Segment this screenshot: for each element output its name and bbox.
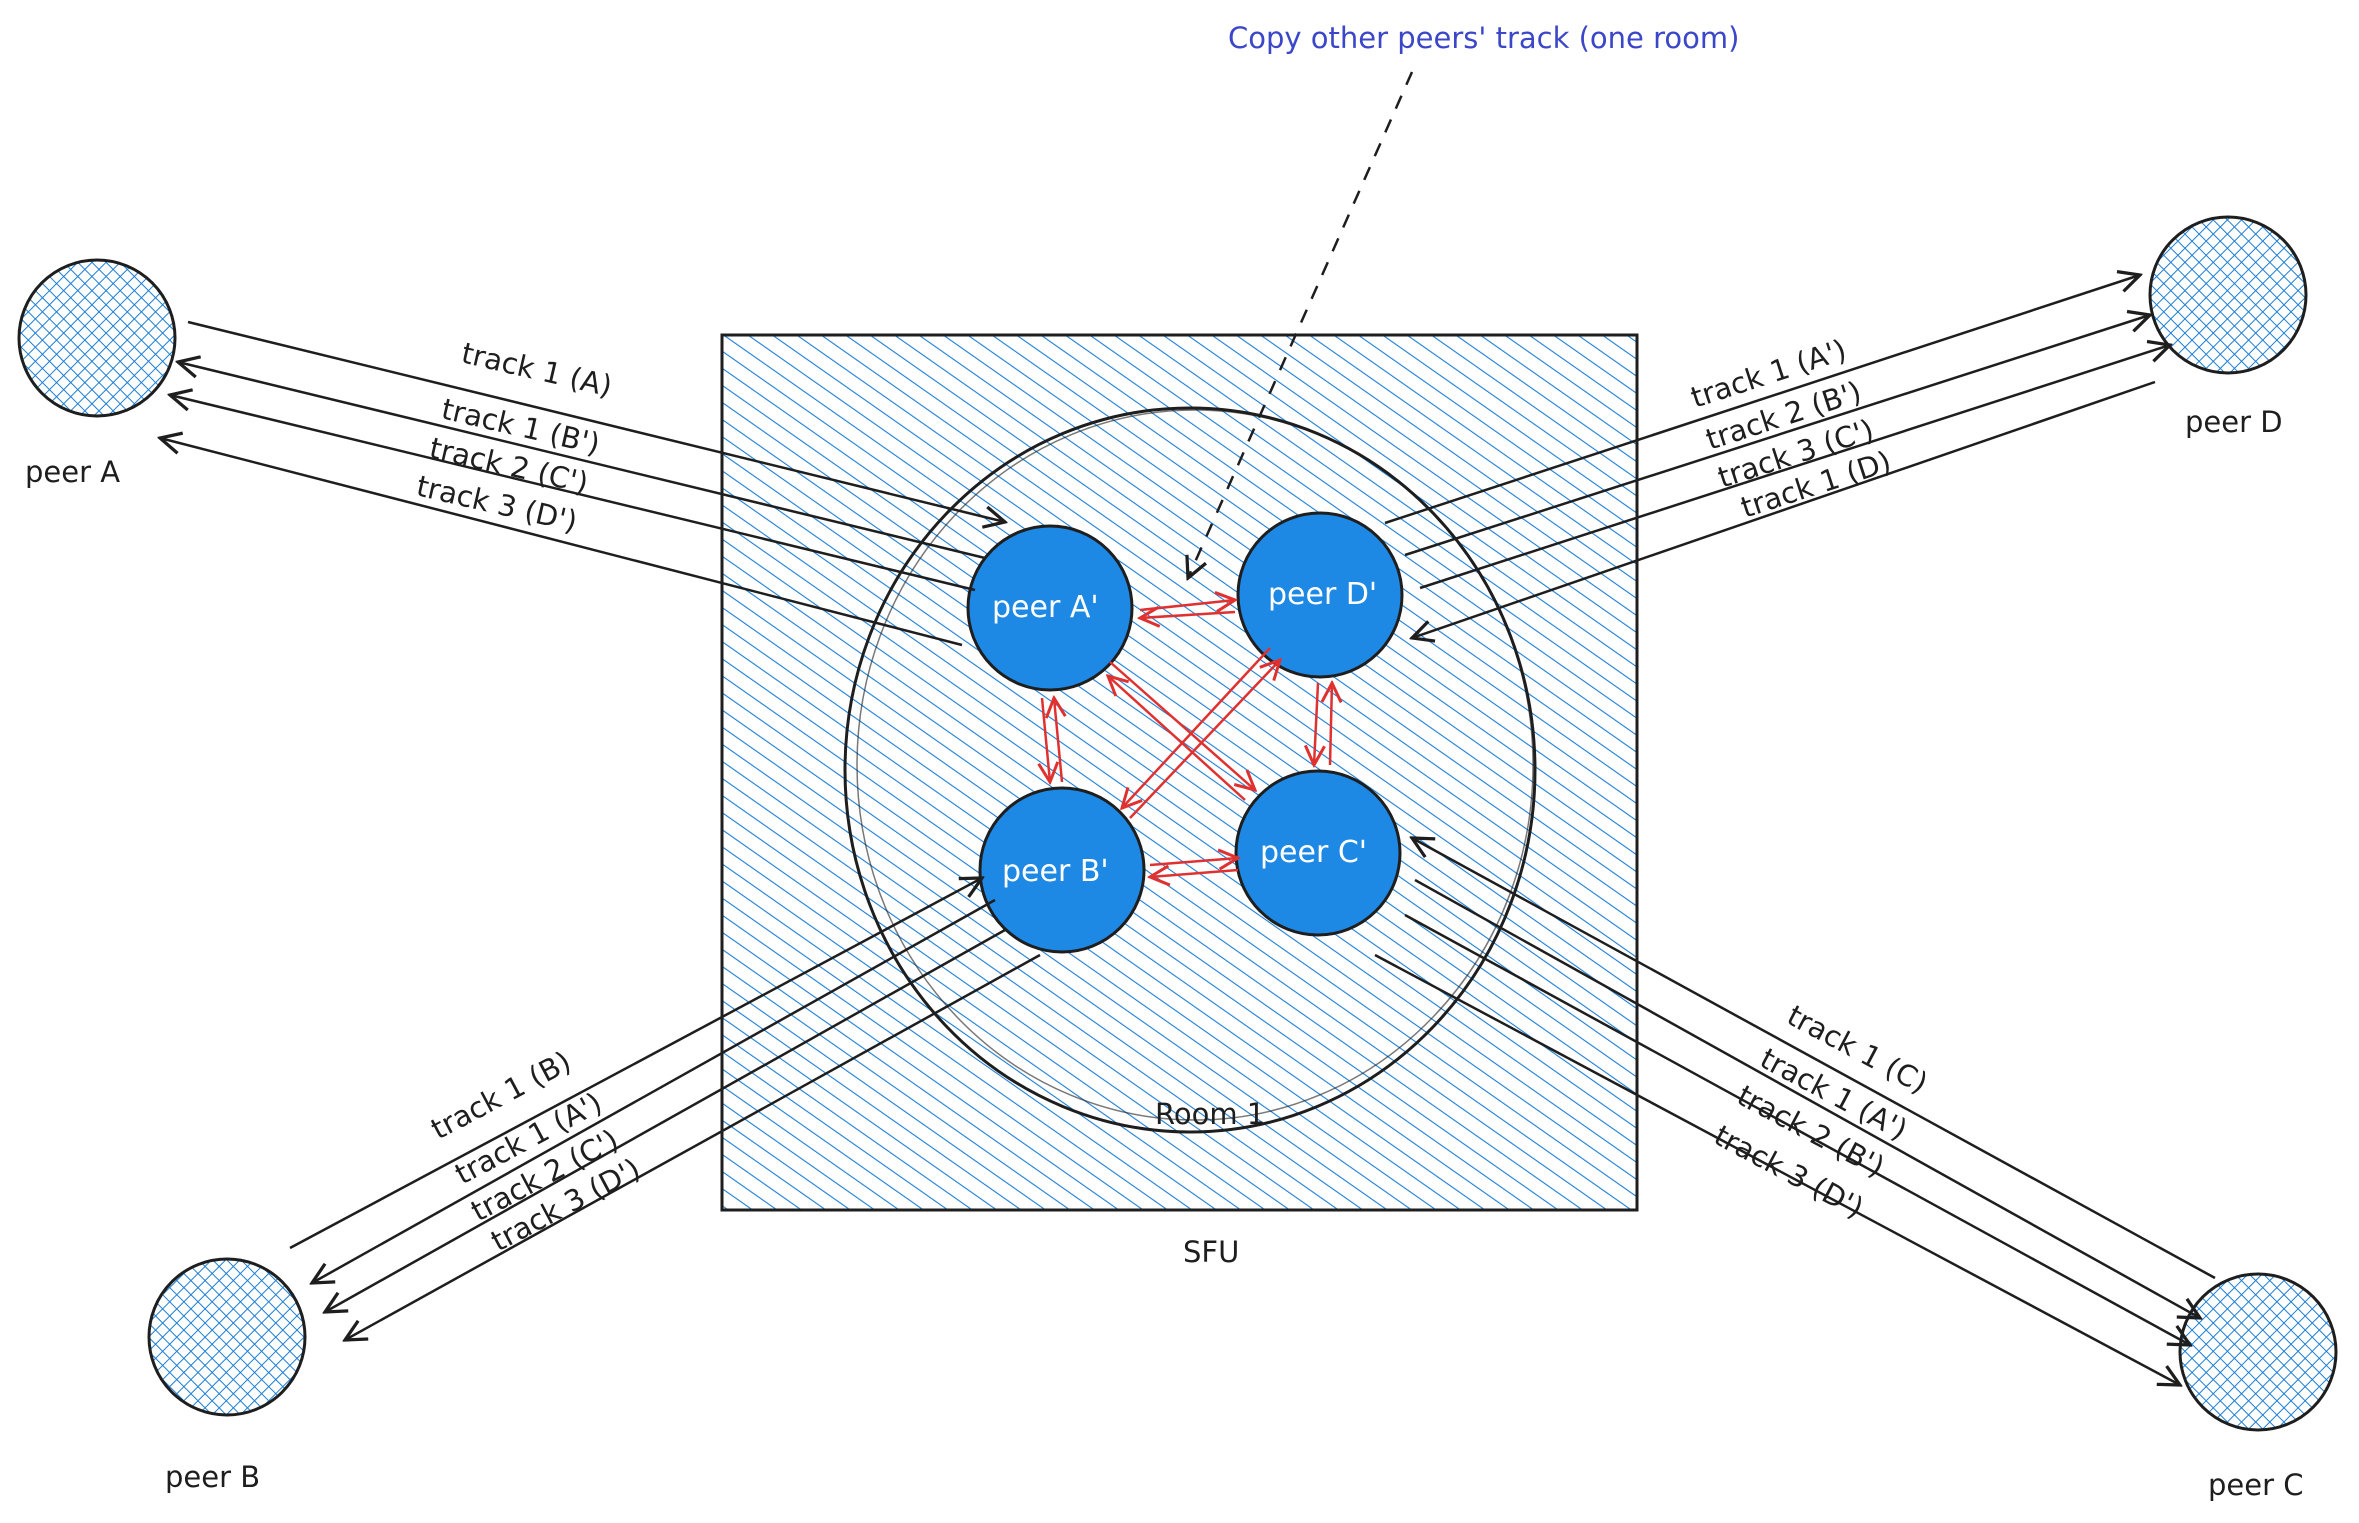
inner-peer-c-label: peer C' (1260, 835, 1367, 870)
track-line (1414, 878, 2200, 1318)
track-line (1404, 913, 2190, 1345)
outer-peer-d[interactable] (2148, 215, 2308, 375)
track-line (170, 395, 976, 592)
copy-arrow (1314, 682, 1318, 765)
outer-peer-c-label: peer C (2208, 1468, 2303, 1502)
copy-arrow (1150, 870, 1239, 877)
track-line (160, 438, 963, 647)
track-line (1374, 953, 2180, 1385)
track-line (345, 953, 1041, 1340)
inner-peer-a[interactable] (966, 524, 1134, 692)
outer-peer-c[interactable] (2178, 1272, 2338, 1432)
outer-peer-d-label: peer D (2185, 405, 2283, 439)
inner-peer-b-label: peer B' (1002, 854, 1109, 889)
track-line (1404, 315, 2150, 557)
copy-arrow (1140, 612, 1236, 618)
track-line (1419, 345, 2170, 590)
track-line (1412, 380, 2156, 638)
copy-arrow (1122, 647, 1271, 808)
sfu-box (720, 333, 1639, 1212)
track-line (178, 362, 986, 560)
track-line (289, 878, 982, 1250)
peer-d-track-lines (1384, 275, 2170, 638)
inner-peer-b[interactable] (978, 786, 1146, 954)
copy-arrows (1042, 600, 1332, 877)
copy-arrow (1330, 683, 1332, 766)
copy-arrow (1129, 660, 1280, 819)
copy-arrow (1108, 676, 1246, 801)
copy-annotation: Copy other peers' track (one room) (1228, 21, 1739, 55)
outer-peer-a-label: peer A (25, 455, 120, 489)
peer-b-track-lines (289, 878, 1041, 1340)
track-line (312, 898, 996, 1283)
room-label: Room 1 (1155, 1097, 1265, 1131)
inner-peer-a-label: peer A' (992, 590, 1099, 625)
room-circle (843, 406, 1537, 1134)
track-line (325, 928, 1006, 1312)
track-line (187, 320, 1005, 522)
copy-arrow (1109, 661, 1255, 790)
track-line (1412, 838, 2216, 1280)
copy-arrow (1054, 698, 1062, 783)
inner-peer-d-label: peer D' (1268, 577, 1377, 612)
sfu-label: SFU (1183, 1235, 1239, 1269)
track-line (1384, 275, 2140, 525)
outer-peer-b-label: peer B (165, 1460, 260, 1494)
peer-a-track-lines (160, 320, 1005, 647)
copy-arrow (1042, 697, 1050, 782)
outer-peer-a[interactable] (17, 258, 177, 418)
outer-peer-b[interactable] (147, 1257, 307, 1417)
peer-c-track-lines (1374, 838, 2216, 1385)
copy-arrow (1149, 858, 1238, 865)
